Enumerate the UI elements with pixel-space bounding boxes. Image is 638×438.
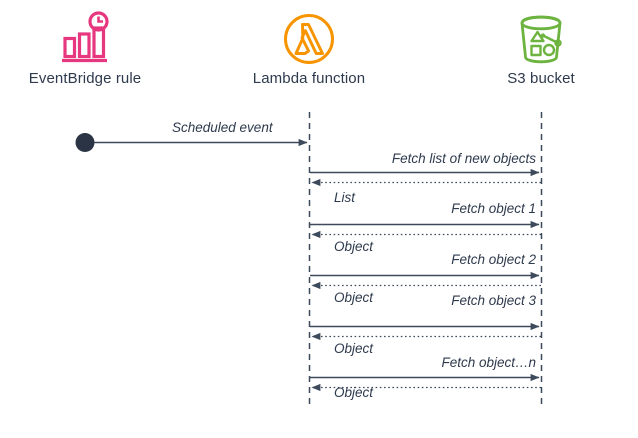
message-label-9: Object bbox=[334, 385, 374, 400]
message-label-3: Object bbox=[334, 239, 374, 254]
start-node bbox=[75, 133, 95, 152]
lambda-function-icon bbox=[214, 8, 404, 70]
message-label-5: Object bbox=[334, 290, 374, 305]
participant-label: S3 bucket bbox=[507, 70, 575, 87]
message-label-0: Fetch list of new objects bbox=[391, 151, 536, 166]
participant-lambda-function: Lambda function bbox=[214, 8, 404, 87]
message-label-1: List bbox=[334, 190, 356, 205]
eventbridge-rule-icon bbox=[0, 8, 180, 70]
message-label-4: Fetch object 2 bbox=[451, 252, 536, 267]
participant-label: Lambda function bbox=[252, 70, 366, 87]
message-label-6: Fetch object 3 bbox=[451, 293, 536, 308]
message-label-2: Fetch object 1 bbox=[451, 201, 536, 216]
message-label-scheduled-event: Scheduled event bbox=[172, 120, 273, 135]
s3-bucket-icon bbox=[446, 8, 636, 70]
participant-s3-bucket: S3 bucket bbox=[446, 8, 636, 87]
participant-label: EventBridge rule bbox=[28, 70, 142, 87]
message-label-8: Fetch object…n bbox=[441, 355, 536, 370]
participant-eventbridge-rule: EventBridge rule bbox=[0, 8, 180, 87]
message-label-7: Object bbox=[334, 341, 374, 356]
